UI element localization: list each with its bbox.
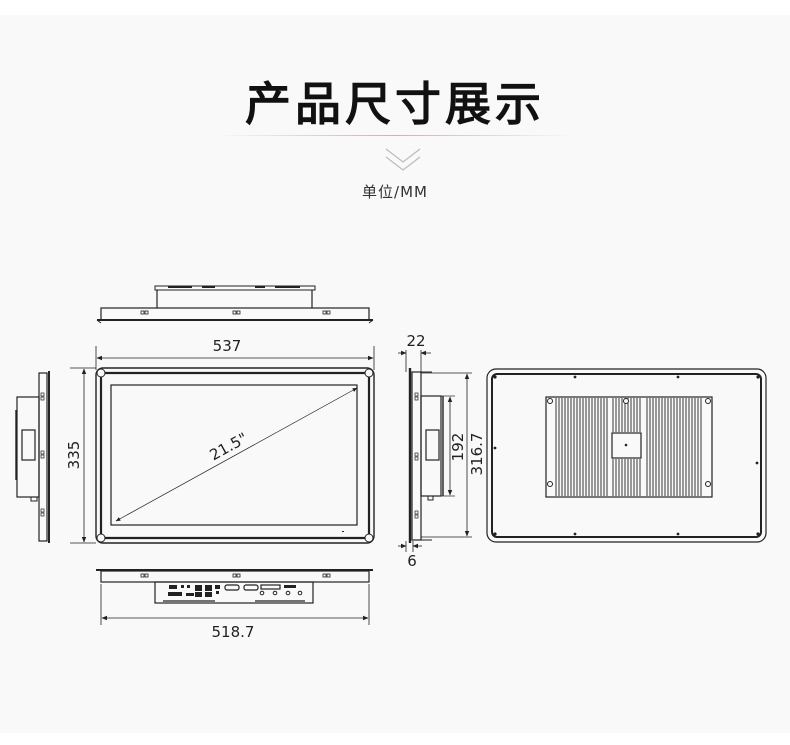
left-side-view: [15, 371, 50, 543]
right-side-view: [398, 350, 472, 552]
bottom-view: [96, 569, 373, 625]
top-view: [96, 285, 374, 324]
double-chevron-down-icon: [385, 148, 421, 171]
bezel-label: 6: [407, 552, 417, 570]
front-view: [70, 346, 375, 544]
unit-label: 单位/MM: [362, 183, 428, 201]
front-height-label: 335: [65, 441, 83, 470]
front-width-label: 537: [213, 337, 242, 355]
depth-label: 22: [406, 332, 425, 350]
bottom-width-label: 518.7: [212, 623, 255, 641]
outer-height-label: 316.7: [468, 433, 486, 476]
title-divider: [215, 135, 575, 136]
page-title: 产品尺寸展示: [245, 77, 545, 131]
inner-height-label: 192: [449, 433, 467, 462]
back-view: [486, 368, 767, 543]
